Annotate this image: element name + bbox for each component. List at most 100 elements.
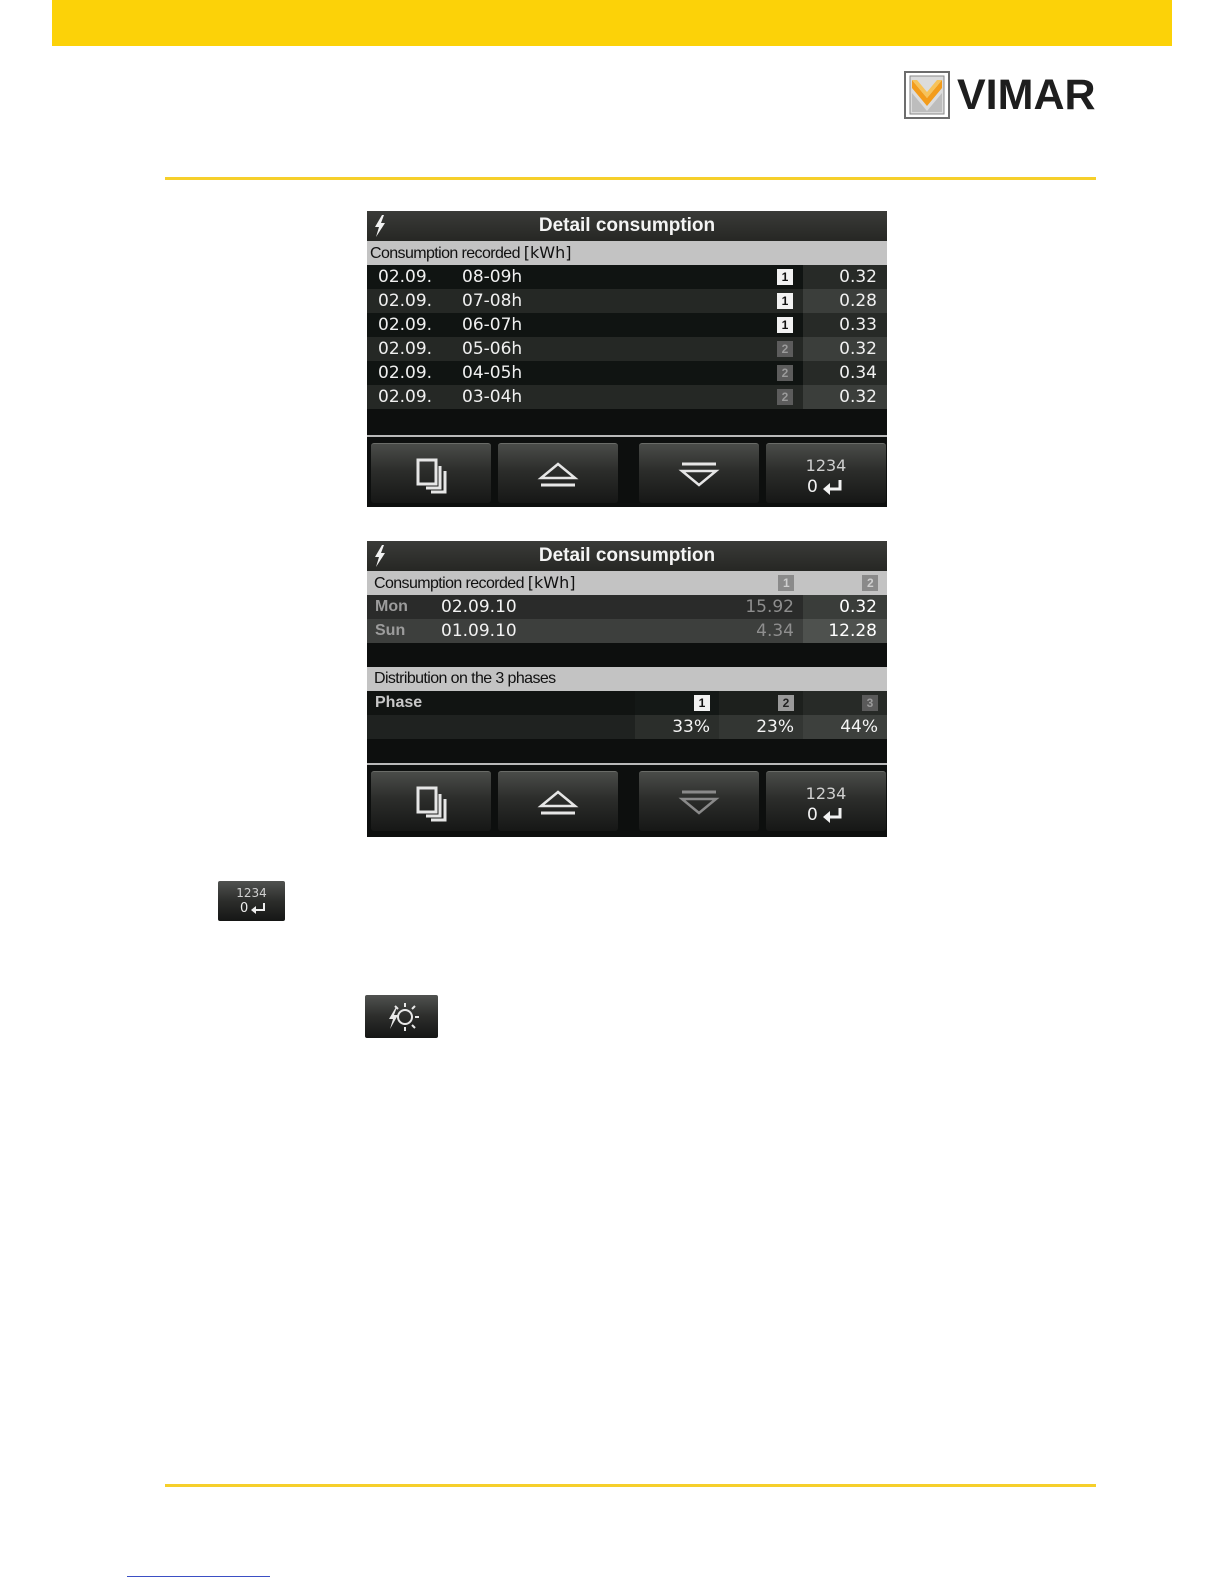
enter-label-top: 1234 xyxy=(805,784,847,803)
phase-badge: 2 xyxy=(778,695,794,711)
table-row[interactable]: 02.09. 05-06h 2 0.32 xyxy=(367,337,887,361)
phase-percent-1: 33% xyxy=(635,715,719,739)
scroll-up-button[interactable] xyxy=(498,771,618,831)
row-value: 0.28 xyxy=(803,289,887,313)
row-value: 0.32 xyxy=(803,337,887,361)
phase-percent: 33% xyxy=(672,717,710,737)
phase-badge: 3 xyxy=(862,695,878,711)
title-bar: Detail consumption xyxy=(367,211,887,241)
tariff-header-2: 2 xyxy=(862,575,878,591)
row-date: 02.09. xyxy=(378,315,433,335)
phase-badge: 1 xyxy=(694,695,710,711)
row-hour: 03-04h xyxy=(462,387,523,407)
row-tariff2-value: 12.28 xyxy=(803,619,887,643)
lightning-icon xyxy=(375,215,385,237)
phase-percent-3: 44% xyxy=(803,715,887,739)
triangle-up-icon xyxy=(537,462,579,487)
scroll-down-button-disabled[interactable] xyxy=(639,771,759,831)
pages-icon xyxy=(416,458,447,494)
divider xyxy=(367,435,887,437)
table-row[interactable]: 02.09. 06-07h 1 0.33 xyxy=(367,313,887,337)
triangle-down-icon xyxy=(678,462,720,487)
table-row[interactable]: Sun 01.09.10 4.34 12.28 xyxy=(367,619,887,643)
row-value: 0.34 xyxy=(803,361,887,385)
row-value: 0.32 xyxy=(803,265,887,289)
enter-arrow-icon xyxy=(251,903,265,914)
phase-cell-1: 1 xyxy=(635,691,719,715)
vimar-logo-text: VIMAR xyxy=(957,71,1096,119)
table-row[interactable]: 02.09. 07-08h 1 0.28 xyxy=(367,289,887,313)
tariff-badge: 1 xyxy=(777,317,793,333)
phase-header-row: Phase 1 2 3 xyxy=(367,691,887,715)
row-date: 02.09. xyxy=(378,291,433,311)
row-day: Mon xyxy=(375,598,408,615)
section-header: Consumption recorded [kWh] xyxy=(367,241,887,265)
row-date: 02.09. xyxy=(378,267,433,287)
row-tariff2-value: 0.32 xyxy=(803,595,887,619)
enter-icon-top: 1234 xyxy=(236,886,267,900)
tariff-badge: 1 xyxy=(777,269,793,285)
pages-button[interactable] xyxy=(371,443,491,503)
enter-label-top: 1234 xyxy=(805,456,847,475)
enter-label-bottom: 0 xyxy=(807,477,818,497)
phase-label: Phase xyxy=(375,694,423,711)
triangle-down-icon xyxy=(678,790,720,815)
numeric-enter-icon: 1234 0 xyxy=(218,881,285,921)
phase-percent: 44% xyxy=(840,717,878,737)
phase-percent-2: 23% xyxy=(719,715,803,739)
row-tariff1-value: 15.92 xyxy=(745,597,794,617)
button-bar: 1234 0 xyxy=(367,439,887,503)
section-label: Consumption recorded xyxy=(374,575,524,592)
row-hour: 08-09h xyxy=(462,267,523,287)
tariff-badge: 2 xyxy=(777,341,793,357)
tariff-header-1: 1 xyxy=(778,575,794,591)
tariff-badge: 1 xyxy=(777,293,793,309)
unit-label: [kWh] xyxy=(527,573,576,592)
scroll-up-button[interactable] xyxy=(498,443,618,503)
unit-label: [kWh] xyxy=(523,243,572,262)
lightning-sun-icon xyxy=(389,1003,419,1031)
row-day: Sun xyxy=(375,622,406,639)
screen-title: Detail consumption xyxy=(538,545,716,566)
section-header: Consumption recorded [kWh] 1 2 xyxy=(367,571,887,595)
detail-consumption-hourly-screen: Detail consumption Consumption recorded … xyxy=(367,211,887,507)
row-tariff1-value: 4.34 xyxy=(756,621,794,641)
button-bar: 1234 0 xyxy=(367,767,887,831)
distribution-header: Distribution on the 3 phases xyxy=(367,667,887,691)
row-date: 02.09. xyxy=(378,339,433,359)
row-hour: 07-08h xyxy=(462,291,523,311)
tariff-badge: 2 xyxy=(777,389,793,405)
numeric-enter-button[interactable]: 1234 0 xyxy=(766,443,886,503)
vimar-logo-icon xyxy=(904,71,950,119)
section-label: Consumption recorded xyxy=(370,245,520,262)
enter-arrow-icon xyxy=(823,808,842,823)
table-row[interactable]: 02.09. 08-09h 1 0.32 xyxy=(367,265,887,289)
numeric-enter-button[interactable]: 1234 0 xyxy=(766,771,886,831)
enter-arrow-icon xyxy=(823,480,842,495)
row-value: 0.33 xyxy=(803,313,887,337)
top-yellow-bar xyxy=(52,0,1172,46)
lightning-icon xyxy=(375,545,385,567)
detail-consumption-daily-screen: Detail consumption Consumption recorded … xyxy=(367,541,887,837)
energy-sun-icon xyxy=(365,995,438,1038)
row-date: 02.09.10 xyxy=(441,597,517,617)
scroll-down-button[interactable] xyxy=(639,443,759,503)
triangle-up-icon xyxy=(537,790,579,815)
row-hour: 05-06h xyxy=(462,339,523,359)
row-date: 02.09. xyxy=(378,387,433,407)
pages-button[interactable] xyxy=(371,771,491,831)
table-row[interactable]: 02.09. 04-05h 2 0.34 xyxy=(367,361,887,385)
enter-label-bottom: 0 xyxy=(807,805,818,825)
enter-icon-bottom: 0 xyxy=(240,901,249,916)
phase-cell-2: 2 xyxy=(719,691,803,715)
row-hour: 04-05h xyxy=(462,363,523,383)
row-hour: 06-07h xyxy=(462,315,523,335)
header-rule xyxy=(165,177,1096,180)
tariff-badge: 2 xyxy=(777,365,793,381)
vimar-logo: VIMAR xyxy=(904,71,1096,119)
table-row[interactable]: 02.09. 03-04h 2 0.32 xyxy=(367,385,887,409)
phase-percent: 23% xyxy=(756,717,794,737)
row-date: 01.09.10 xyxy=(441,621,517,641)
footer-link-underline xyxy=(127,1576,270,1577)
table-row[interactable]: Mon 02.09.10 15.92 0.32 xyxy=(367,595,887,619)
